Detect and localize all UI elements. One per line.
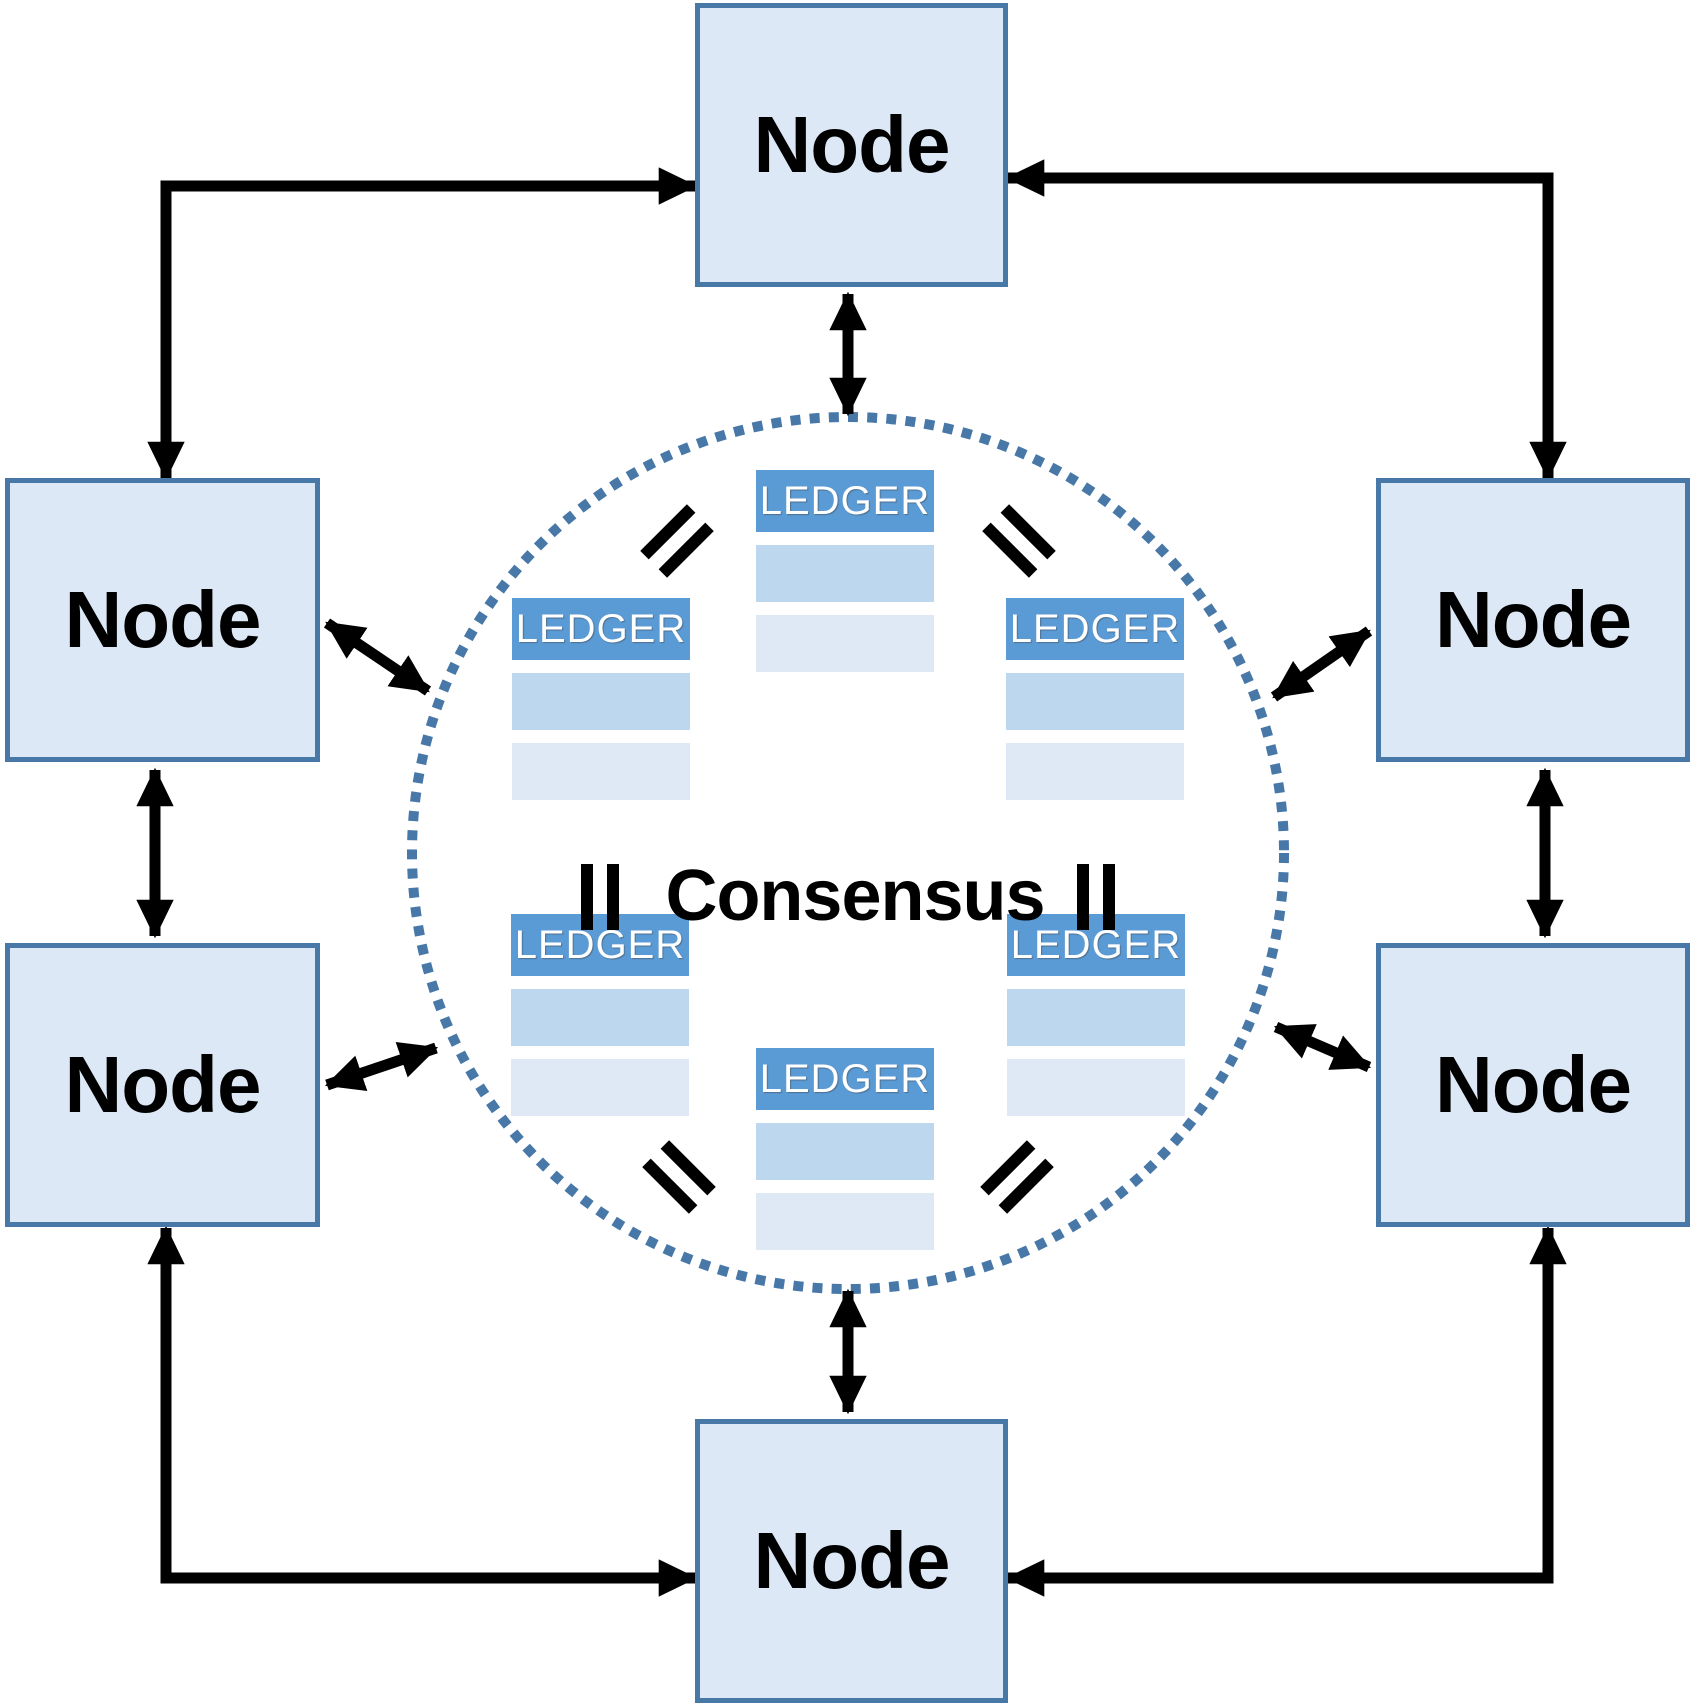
node-label: Node (64, 575, 262, 664)
ledger-table-upper-right: LEDGER (1006, 598, 1184, 800)
ledger-table-upper-left: LEDGER (512, 598, 690, 800)
connector-right-lower-node-circle (1273, 1021, 1372, 1073)
ledger-header: LEDGER (511, 914, 689, 976)
connector-left-lower-node-circle (324, 1041, 439, 1092)
ledger-row (756, 615, 934, 672)
ledger-row (512, 743, 690, 800)
ledger-row (756, 1193, 934, 1250)
ledger-table-lower-left: LEDGER (511, 914, 689, 1116)
connector-right-upper-node-circle (1270, 626, 1373, 702)
ledger-header: LEDGER (1006, 598, 1184, 660)
ledger-row (511, 1059, 689, 1116)
ledger-table-bottom-center: LEDGER (756, 1048, 934, 1250)
node-box-right-upper: Node (1376, 478, 1690, 762)
connector-bottom-left-elbow (147, 1225, 698, 1597)
connector-bottom-right-elbow (1005, 1225, 1567, 1597)
ledger-header: LEDGER (756, 470, 934, 532)
ledger-row (1007, 989, 1185, 1046)
ledger-row (756, 1123, 934, 1180)
connector-left-upper-node-circle (323, 618, 432, 696)
node-box-left-upper: Node (5, 478, 320, 762)
node-box-bottom: Node (695, 1419, 1008, 1703)
equals-bar (581, 864, 593, 930)
node-box-left-lower: Node (5, 943, 320, 1227)
node-box-right-lower: Node (1376, 943, 1690, 1227)
connector-top-left-elbow (147, 167, 698, 481)
consensus-title: Consensus (665, 856, 1045, 936)
connector-top-right-elbow (1005, 159, 1567, 481)
ledger-table-lower-right: LEDGER (1007, 914, 1185, 1116)
ledger-row (1006, 743, 1184, 800)
node-box-top: Node (695, 3, 1008, 287)
node-label: Node (1435, 575, 1632, 664)
ledger-row (756, 545, 934, 602)
node-label: Node (753, 100, 951, 189)
node-label: Node (64, 1040, 262, 1129)
equals-bar (1103, 864, 1115, 930)
ledger-header: LEDGER (756, 1048, 934, 1110)
ledger-row (512, 673, 690, 730)
ledger-row (1006, 673, 1184, 730)
ledger-row (511, 989, 689, 1046)
ledger-header: LEDGER (1007, 914, 1185, 976)
ledger-header: LEDGER (512, 598, 690, 660)
ledger-row (1007, 1059, 1185, 1116)
node-label: Node (753, 1516, 951, 1605)
ledger-table-top-center: LEDGER (756, 470, 934, 672)
node-label: Node (1435, 1040, 1632, 1129)
consensus-dotted-circle (407, 412, 1289, 1294)
